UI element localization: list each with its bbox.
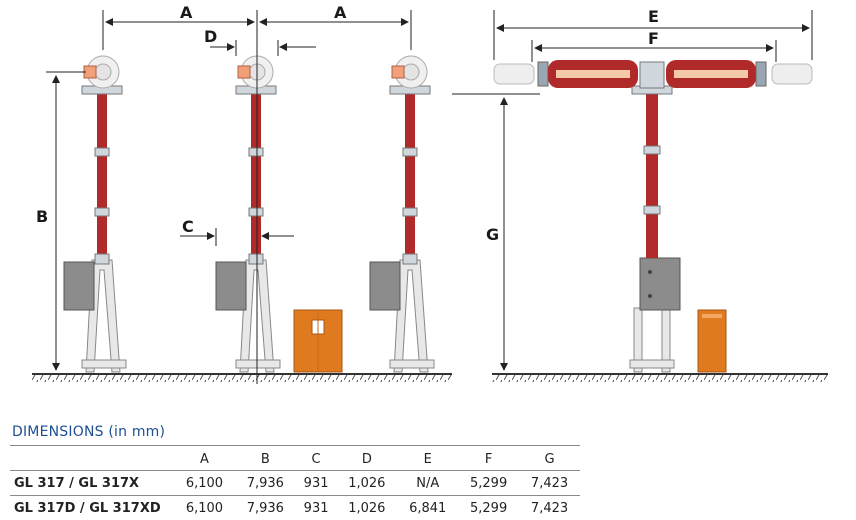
ground-left xyxy=(32,373,452,382)
title-divider xyxy=(10,445,580,446)
column-header: C xyxy=(311,451,321,467)
control-cabinet xyxy=(369,261,401,311)
insulator-column xyxy=(402,92,418,265)
column-header: D xyxy=(361,451,372,467)
table-cell: 6,100 xyxy=(174,470,235,496)
table-cell: 6,100 xyxy=(174,495,235,520)
table-cell: 7,423 xyxy=(519,495,580,520)
control-cabinet xyxy=(215,261,247,311)
column-header xyxy=(10,448,174,471)
table-cell: 931 xyxy=(295,495,337,520)
table-header-row: A B C D E F G xyxy=(10,448,580,471)
insulator-column xyxy=(248,92,264,265)
dimension-label-f: F xyxy=(648,29,659,48)
table-cell: 7,936 xyxy=(234,495,296,520)
column-header: A xyxy=(199,451,209,467)
dimension-label-c: C xyxy=(182,217,194,236)
dimensions-table: A B C D E F G GL 317 / GL 317X 6,100 7,9… xyxy=(10,448,580,520)
model-name: GL 317D / GL 317XD xyxy=(10,495,174,520)
local-control-box xyxy=(697,309,727,373)
support-stand xyxy=(235,259,281,373)
dimension-label-e: E xyxy=(648,7,659,26)
insulator-column xyxy=(94,92,110,265)
table-cell: 931 xyxy=(295,470,337,496)
table-row: GL 317D / GL 317XD 6,100 7,936 931 1,026… xyxy=(10,495,580,520)
column-header: F xyxy=(484,451,493,467)
breaker-dimension-drawing: A A D B C E F G xyxy=(32,3,828,384)
table-cell: 1,026 xyxy=(336,495,398,520)
table-cell: 7,936 xyxy=(234,470,296,496)
interrupter-head xyxy=(235,55,277,95)
dimension-lines xyxy=(46,10,813,384)
insulator-column xyxy=(643,94,661,258)
table-cell: 5,299 xyxy=(458,495,520,520)
column-header: E xyxy=(423,451,432,467)
table-cell: 1,026 xyxy=(336,470,398,496)
column-header: G xyxy=(544,451,555,467)
control-cabinet xyxy=(639,257,681,311)
interrupter-head xyxy=(81,55,123,95)
dimensions-title: DIMENSIONS (in mm) xyxy=(12,424,166,440)
table-cell: 7,423 xyxy=(519,470,580,496)
double-break-pole xyxy=(493,60,813,373)
dimension-label-d: D xyxy=(204,27,217,46)
local-control-box xyxy=(293,309,343,373)
pole-middle xyxy=(215,55,281,373)
pole-left xyxy=(63,55,127,373)
table-row: GL 317 / GL 317X 6,100 7,936 931 1,026 N… xyxy=(10,470,580,496)
table-cell: 5,299 xyxy=(458,470,520,496)
dimension-label-g: G xyxy=(486,225,499,244)
pole-right xyxy=(369,55,435,373)
dimension-label-b: B xyxy=(36,207,48,226)
table-cell: N/A xyxy=(397,470,459,496)
dimension-label-a-left: A xyxy=(180,3,193,22)
dimension-label-a-right: A xyxy=(334,3,347,22)
ground-right xyxy=(492,373,828,382)
control-cabinet xyxy=(63,261,95,311)
model-name: GL 317 / GL 317X xyxy=(10,470,174,496)
support-stand xyxy=(629,307,675,373)
interrupter-head xyxy=(389,55,431,95)
interrupter-assembly xyxy=(493,60,813,95)
column-header: B xyxy=(260,451,270,467)
table-cell: 6,841 xyxy=(397,495,459,520)
